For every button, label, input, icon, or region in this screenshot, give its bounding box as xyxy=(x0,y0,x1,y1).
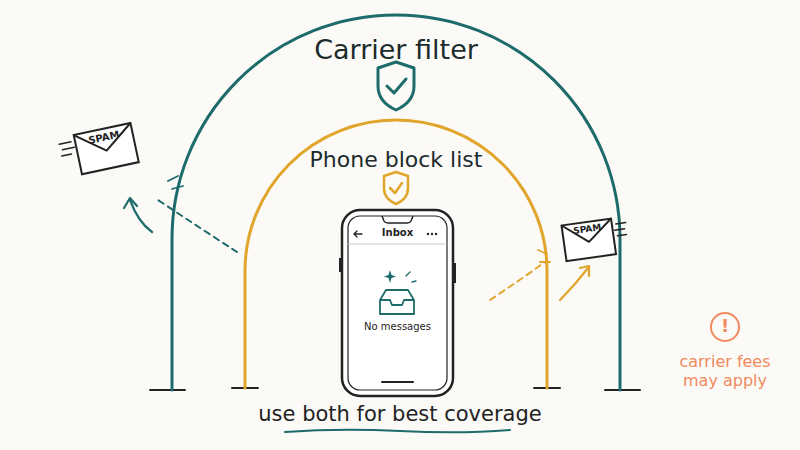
arrow-head xyxy=(124,198,137,208)
arch-title: Carrier filter xyxy=(150,34,642,66)
block-list-arch: Phone block listInbox No messages xyxy=(240,115,552,393)
fee-note: carrier fees may apply xyxy=(675,352,775,390)
arch-title: Phone block list xyxy=(240,147,552,173)
bounce-arrow xyxy=(130,200,152,232)
bounce-arrow xyxy=(560,268,588,300)
check-mark xyxy=(387,79,406,93)
shield-icon xyxy=(378,62,414,110)
warning-mark: ! xyxy=(705,315,745,337)
arrow-head xyxy=(580,266,589,276)
carrier-arch: Carrier filterPhone block listInbox No me… xyxy=(150,10,642,395)
check-mark xyxy=(390,183,402,193)
spam-envelope: SPAM xyxy=(54,114,145,191)
empty-state: No messages xyxy=(350,321,445,333)
spam-envelope-outline xyxy=(54,114,145,191)
screen-title: Inbox xyxy=(365,227,430,239)
phone: Inbox No messages xyxy=(340,208,455,398)
spam-envelope-outline xyxy=(557,210,634,271)
caption-underline xyxy=(285,430,510,433)
spam-envelope: SPAM xyxy=(557,210,634,271)
shield-icon xyxy=(384,172,408,204)
dashed-path xyxy=(490,262,545,300)
caption: use both for best coverage xyxy=(220,402,580,427)
dashed-path xyxy=(158,200,237,252)
impact-ticks xyxy=(538,250,550,262)
